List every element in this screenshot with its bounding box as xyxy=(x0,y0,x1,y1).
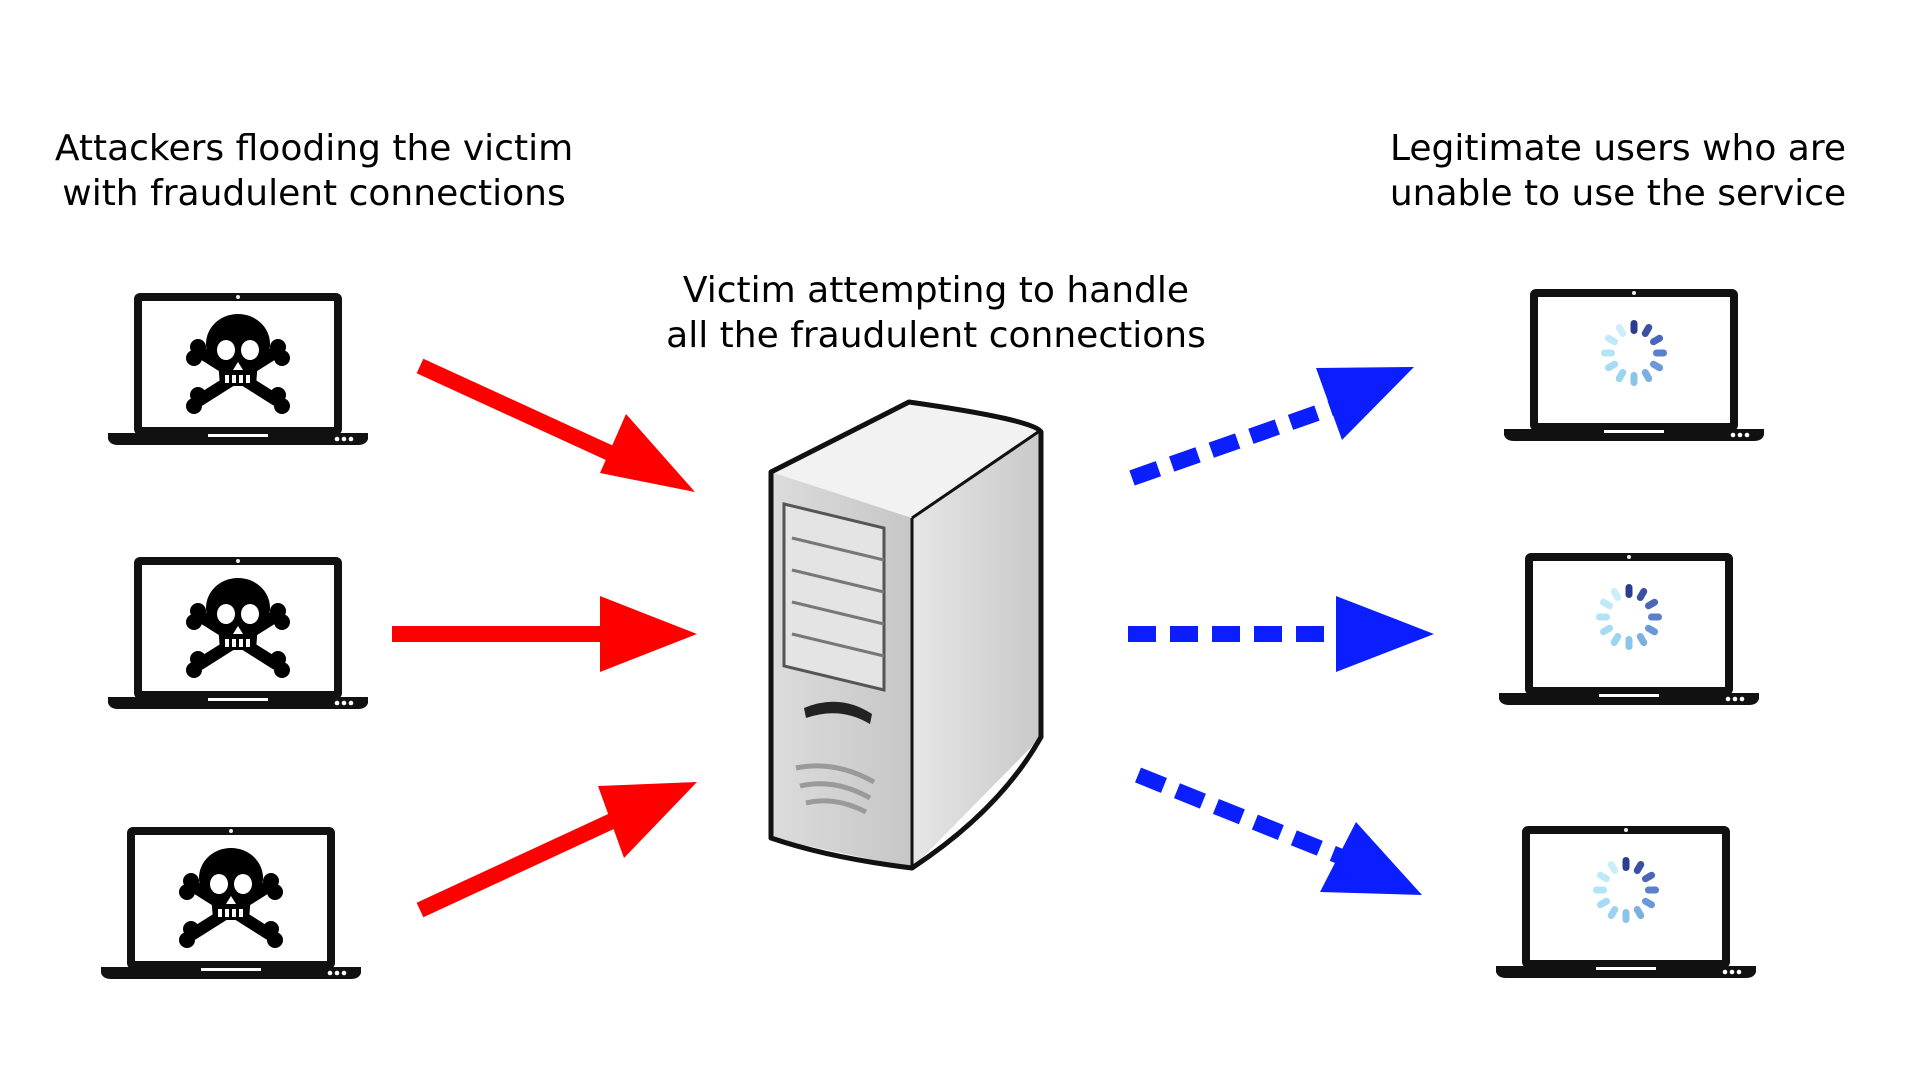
user-arrow xyxy=(1135,767,1422,895)
attack-arrows xyxy=(392,358,697,918)
user-arrows xyxy=(1128,367,1434,895)
victim-caption: Victim attempting to handle all the frau… xyxy=(626,268,1246,358)
user-arrow xyxy=(1128,596,1434,672)
user-arrow xyxy=(1129,367,1414,486)
users-caption: Legitimate users who are unable to use t… xyxy=(1308,126,1920,216)
victim-caption-line1: Victim attempting to handle xyxy=(682,270,1190,311)
victim-caption-line2: all the fraudulent connections xyxy=(666,315,1206,356)
attackers-caption: Attackers flooding the victim with fraud… xyxy=(4,126,624,216)
attack-arrow xyxy=(416,782,697,918)
attackers-caption-line2: with fraudulent connections xyxy=(62,173,566,214)
attacker-laptop xyxy=(101,827,361,979)
user-laptop xyxy=(1496,826,1756,978)
attackers-caption-line1: Attackers flooding the victim xyxy=(54,128,574,169)
attack-arrow xyxy=(416,358,695,492)
user-laptop xyxy=(1504,289,1764,441)
attacker-laptop xyxy=(108,293,368,445)
user-laptop xyxy=(1499,553,1759,705)
users-caption-line1: Legitimate users who are xyxy=(1389,128,1847,169)
attack-arrow xyxy=(392,596,697,672)
attacker-laptop xyxy=(108,557,368,709)
users-caption-line2: unable to use the service xyxy=(1389,173,1847,214)
server-tower-icon xyxy=(768,399,1044,871)
